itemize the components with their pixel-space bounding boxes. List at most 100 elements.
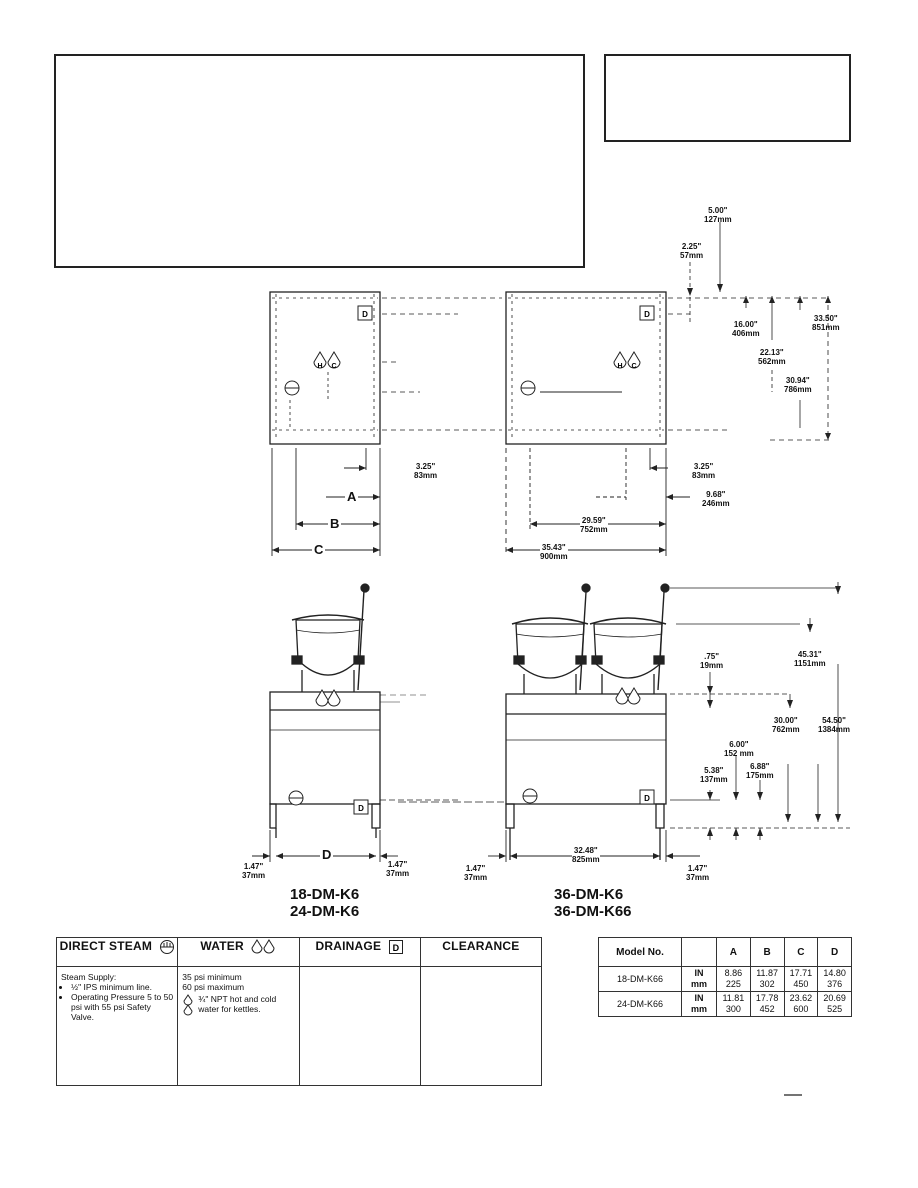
cold-water-icon: C	[627, 351, 641, 370]
drain-icon: D	[353, 799, 369, 815]
top-view-right-cabinet	[505, 291, 667, 445]
steam-icon	[284, 380, 300, 396]
svg-text:D: D	[362, 310, 368, 319]
dim-16-00: 16.00"406mm	[732, 320, 760, 338]
col-a: A	[716, 937, 751, 967]
dim-5-00: 5.00"127mm	[704, 206, 732, 224]
dim-letter-d: D	[320, 847, 334, 862]
dim-45-31: 45.31"1151mm	[794, 650, 826, 668]
dim-9-68: 9.68"246mm	[702, 490, 730, 508]
model-cell: 18-DM-K66	[598, 966, 682, 992]
dim-left-3-25: 3.25"83mm	[414, 462, 438, 480]
models-left: 18-DM-K6 24-DM-K6	[290, 886, 359, 920]
steam-item: Operating Pressure 5 to 50 psi with 55 p…	[71, 992, 173, 1022]
model-name: 36-DM-K6	[554, 886, 624, 903]
steam-icon	[522, 788, 538, 804]
dim-foot-3: 1.47"37mm	[464, 864, 488, 882]
col-b: B	[749, 937, 785, 967]
water-icon	[251, 939, 275, 954]
drain-icon: D	[639, 305, 655, 321]
drain-icon: D	[639, 789, 655, 805]
steam-item: ½" IPS minimum line.	[71, 982, 173, 992]
dim-0-75: .75"19mm	[700, 652, 724, 670]
col-d: D	[817, 937, 852, 967]
water-line: 35 psi minimum	[182, 972, 242, 982]
hot-water-icon	[615, 687, 629, 705]
model-cell: 24-DM-K66	[598, 991, 682, 1017]
title-box	[604, 54, 851, 142]
steam-icon	[288, 790, 304, 806]
steam-icon	[520, 380, 536, 396]
dim-letter-a: A	[345, 489, 359, 504]
dim-35-43: 35.43"900mm	[540, 543, 568, 561]
dim-6-88: 6.88"175mm	[746, 762, 774, 780]
dim-30-94: 30.94"786mm	[784, 376, 812, 394]
model-name: 24-DM-K6	[290, 903, 360, 920]
top-view-left-cabinet	[269, 291, 381, 445]
col-c: C	[783, 937, 819, 967]
drain-icon: D	[388, 940, 403, 954]
dim-30-00: 30.00"762mm	[772, 716, 800, 734]
col-unit	[681, 937, 717, 967]
utilities-table: DIRECT STEAM WATER DRAINAGE D CLEARANCE …	[55, 937, 543, 1086]
dim-6-00: 6.00"152 mm	[724, 740, 754, 758]
steam-icon	[159, 940, 174, 954]
dim-right-3-25: 3.25"83mm	[692, 462, 716, 480]
models-right: 36-DM-K6 36-DM-K66	[554, 886, 632, 920]
svg-text:H: H	[317, 363, 322, 370]
front-view-left-unit	[269, 583, 460, 838]
svg-text:D: D	[644, 794, 650, 803]
notes-box	[54, 54, 585, 268]
dim-letter-b: B	[328, 516, 342, 531]
dim-letter-c: C	[312, 542, 326, 557]
svg-text:H: H	[617, 363, 622, 370]
drainage-cell	[298, 966, 421, 1086]
dim-54-50: 54.50"1384mm	[818, 716, 851, 734]
water-note: ¾" NPT hot and cold water for kettles.	[198, 994, 277, 1014]
dim-32-48: 32.48"825mm	[572, 846, 600, 864]
svg-text:D: D	[392, 943, 399, 953]
hot-water-icon: H	[313, 351, 327, 370]
cold-water-icon: C	[327, 351, 341, 370]
dim-foot-1: 1.47"37mm	[242, 862, 266, 880]
dim-29-59: 29.59"752mm	[580, 516, 608, 534]
header-clearance: CLEARANCE	[419, 937, 543, 967]
dim-foot-2: 1.47"37mm	[386, 860, 410, 878]
model-name: 18-DM-K6	[290, 886, 360, 903]
svg-text:C: C	[331, 363, 336, 370]
hot-water-icon: H	[613, 351, 627, 370]
svg-text:D: D	[358, 804, 364, 813]
steam-cell: Steam Supply: ½" IPS minimum line. Opera…	[55, 966, 179, 1086]
dim-33-50: 33.50"851mm	[812, 314, 840, 332]
water-line: 60 psi maximum	[182, 982, 245, 992]
col-model: Model No.	[598, 937, 682, 967]
cold-water-icon	[327, 689, 341, 707]
model-name: 36-DM-K66	[554, 903, 632, 920]
header-drainage: DRAINAGE D	[298, 937, 421, 967]
water-cell: 35 psi minimum 60 psi maximum ¾" NPT hot…	[177, 966, 300, 1086]
svg-text:D: D	[644, 310, 650, 319]
dim-2-25: 2.25"57mm	[680, 242, 704, 260]
svg-text:C: C	[631, 363, 636, 370]
header-water: WATER	[177, 937, 300, 967]
clearance-cell	[419, 966, 543, 1086]
front-view-right-unit	[398, 583, 850, 860]
drain-icon: D	[357, 305, 373, 321]
dim-22-13: 22.13"562mm	[758, 348, 786, 366]
dim-foot-4: 1.47"37mm	[686, 864, 710, 882]
steam-title: Steam Supply:	[61, 972, 117, 982]
header-direct-steam: DIRECT STEAM	[55, 937, 179, 967]
